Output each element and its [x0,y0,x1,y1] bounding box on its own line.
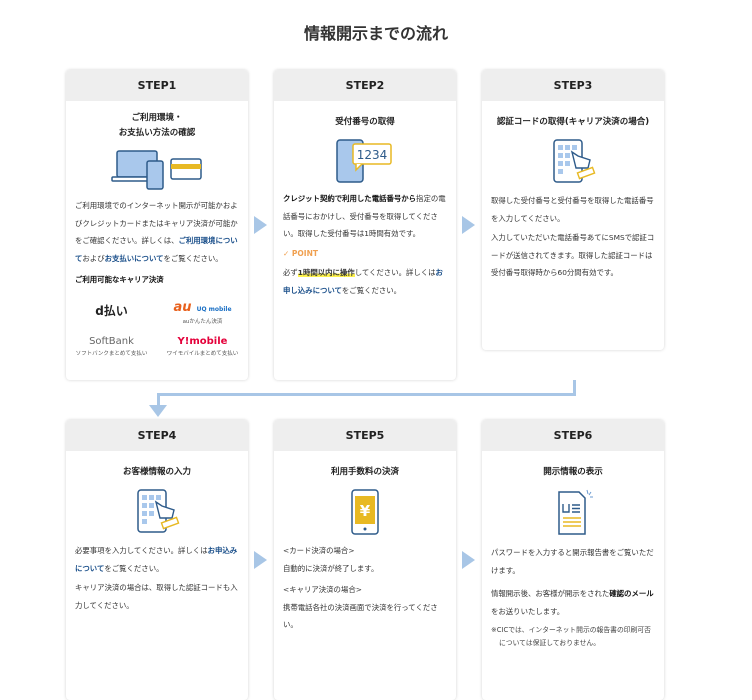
arrow-right-icon [462,216,475,234]
step-subtitle: 利用手数料の決済 [330,467,399,477]
application-link[interactable]: お申込みについて [75,546,238,573]
step-subtitle: ご利用環境・お支払い方法の確認 [118,113,196,138]
application-link[interactable]: お申し込みについて [283,268,443,295]
step3-card: STEP3 認証コードの取得(キャリア決済の場合) 取得した受付番号と受付番号を… [482,70,664,350]
connector-line [157,393,160,407]
arrow-right-icon [254,551,267,569]
document-icon [558,489,593,535]
arrow-right-icon [254,216,267,234]
point-label: ✓ POINT [283,248,318,258]
step-description: ご利用環境でのインターネット開示が可能かおよびクレジットカードまたはキャリア決済… [66,197,248,289]
svg-text:1234: 1234 [357,148,388,162]
step-description: 取得した受付番号と受付番号を取得した電話番号を入力してください。入力していただい… [491,196,655,277]
step-label: STEP2 [274,70,456,101]
phone-touch-icon [553,139,596,183]
step-description: クレジット契約で利用した電話番号から指定の電話番号におかけし、受付番号を取得して… [283,194,446,295]
step-subtitle: 受付番号の取得 [335,117,395,127]
arrow-right-icon [462,551,475,569]
step-subtitle: 開示情報の表示 [543,467,603,477]
step4-card: STEP4 お客様情報の入力 必要事項を入力してください。詳しくはお申込みについ… [66,420,248,700]
step-description: <カード決済の場合>自動的に決済が終了します。 <キャリア決済の場合>携帯電話各… [283,546,438,629]
step2-card: STEP2 受付番号の取得 1234 クレジット契約で利用した電話番号から指定の… [274,70,456,380]
step5-card: STEP5 利用手数料の決済 ¥ <カード決済の場合>自動的に決済が終了します。… [274,420,456,700]
step-subtitle: 認証コードの取得(キャリア決済の場合) [496,117,650,127]
step-description: 必要事項を入力してください。詳しくはお申込みについてをご覧ください。 キャリア決… [75,546,238,610]
connector-line [573,380,576,395]
step-label: STEP6 [482,420,664,451]
svg-text:¥: ¥ [360,502,371,520]
step-subtitle: お客様情報の入力 [122,467,191,477]
usage-environment-link[interactable]: ご利用環境について [75,236,238,263]
dbarai-logo: d払い [95,304,128,318]
phone-number-icon: 1234 [336,139,392,183]
step-label: STEP5 [274,420,456,451]
step-label: STEP4 [66,420,248,451]
step1-card: STEP1 ご利用環境・お支払い方法の確認 ご利用環境でのインターネット開示が可… [66,70,248,380]
arrow-down-icon [149,405,167,417]
step-label: STEP1 [66,70,248,101]
page-title: 情報開示までの流れ [303,24,448,43]
payment-link[interactable]: お支払いについて [104,253,164,263]
phone-touch-icon [137,489,180,533]
step-description: パスワードを入力すると開示報告書をご覧いただけます。 情報開示後、お客様が開示を… [482,544,664,650]
disclaimer-note: ※CICでは、インターネット開示の報告書の印刷可否については保証しておりません。 [491,626,651,647]
devices-card-icon [111,150,202,190]
carrier-heading: ご利用可能なキャリア決済 [75,275,164,284]
step6-card: STEP6 開示情報の表示 パスワードを入力すると開示報告書をご覧いただけます。… [482,420,664,700]
connector-line [157,393,576,396]
step-label: STEP3 [482,70,664,101]
phone-yen-icon: ¥ [351,489,379,535]
